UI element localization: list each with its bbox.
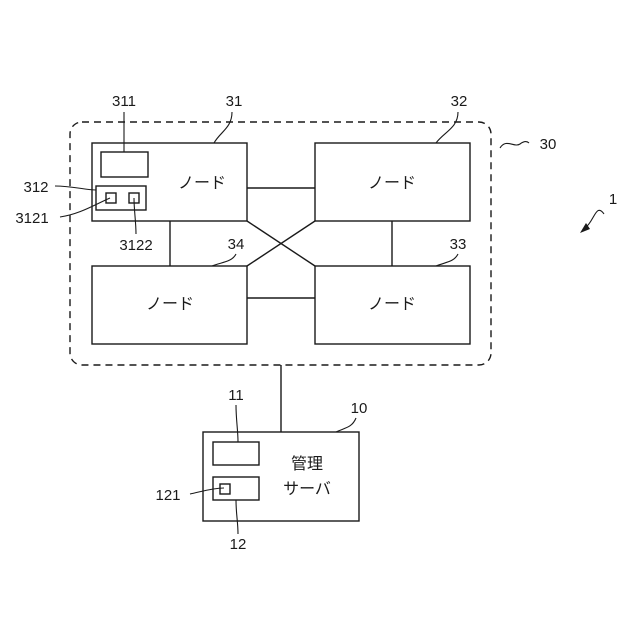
ref-34: 34	[228, 236, 245, 253]
ref-3121: 3121	[15, 210, 48, 227]
ref-311: 311	[112, 93, 136, 110]
node-33: ノード	[315, 266, 470, 344]
ref-10: 10	[351, 400, 368, 417]
ref-32: 32	[451, 93, 468, 110]
component-11	[213, 442, 259, 465]
ref-31: 31	[226, 93, 243, 110]
leader-32	[436, 112, 458, 143]
ref-312: 312	[23, 179, 48, 196]
node-31-label: ノード	[178, 173, 226, 192]
leader-34	[212, 254, 236, 266]
ref-3122: 3122	[119, 237, 152, 254]
leader-33	[436, 254, 458, 266]
ref-33: 33	[450, 236, 467, 253]
system-arrow	[585, 210, 604, 228]
management-server: 管理 サーバ	[203, 432, 359, 521]
node-34-label: ノード	[146, 294, 194, 313]
ref-30: 30	[540, 136, 557, 153]
component-3121	[106, 193, 116, 203]
leader-31	[214, 112, 232, 143]
leader-10	[336, 418, 356, 432]
ref-12: 12	[230, 536, 247, 553]
ref-1: 1	[609, 191, 617, 208]
ref-11: 11	[228, 387, 244, 404]
node-33-label: ノード	[368, 294, 416, 313]
server-label-line2: サーバ	[283, 479, 331, 498]
node-32: ノード	[315, 143, 470, 221]
node-34: ノード	[92, 266, 247, 344]
leader-30	[500, 142, 529, 148]
component-311	[101, 152, 148, 177]
node-31: ノード	[92, 143, 247, 221]
leader-312	[55, 186, 96, 190]
node-32-label: ノード	[368, 173, 416, 192]
ref-121: 121	[155, 487, 180, 504]
server-label-line1: 管理	[291, 454, 323, 473]
component-121	[220, 484, 230, 494]
